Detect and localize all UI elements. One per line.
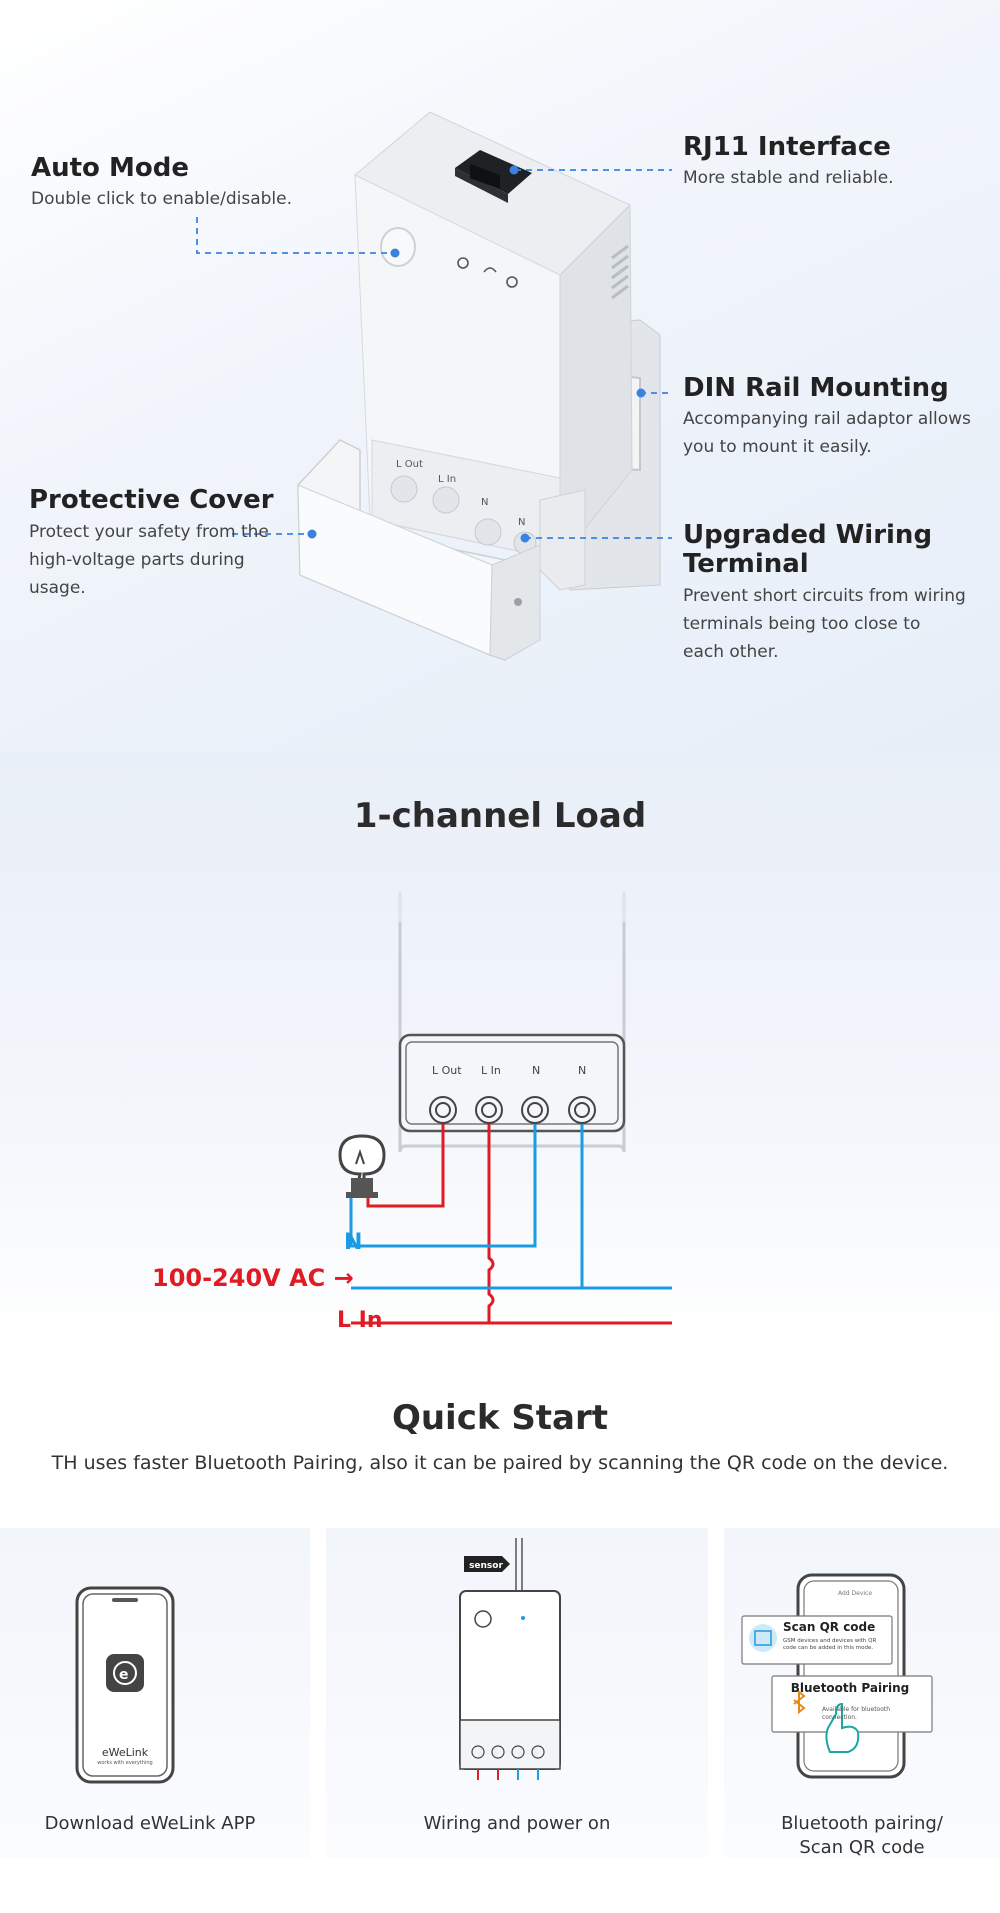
feature-desc-cover-3: usage. [29,578,86,598]
card-label-download: Download eWeLink APP [44,1813,256,1834]
wiring-terminal-label: N [578,1064,586,1077]
qr-option-desc-1: GSM devices and devices with QR [783,1638,877,1644]
feature-desc-din-rail-1: Accompanying rail adaptor allows [683,409,971,429]
device-terminal-label: L In [438,474,456,485]
feature-desc-terminal-1: Prevent short circuits from wiring [683,586,966,606]
device-power-illustration [459,1538,561,1780]
feature-desc-terminal-2: terminals being too close to [683,614,921,634]
add-device-screen-header: Add Device [838,1590,873,1597]
device-terminal-label: N [518,517,525,528]
phone-ewelink-illustration: e [75,1586,175,1784]
bluetooth-option-title[interactable]: Bluetooth Pairing [790,1681,910,1695]
neutral-label: N [344,1230,363,1255]
device-illustration: L Out L In N N [196,111,672,662]
line-in-label: L In [337,1308,383,1333]
feature-title-din-rail: DIN Rail Mounting [683,373,949,403]
wiring-diagram: L Out L In N N [338,892,672,1325]
card-label-pairing-1: Bluetooth pairing/ [781,1813,943,1834]
sensor-tag: sensor [469,1561,503,1571]
light-bulb-icon [338,1134,386,1198]
svg-text:e: e [119,1667,129,1683]
feature-desc-din-rail-2: you to mount it easily. [683,437,872,457]
device-terminal-label: N [481,497,488,508]
ewelink-app-name: eWeLink [101,1746,149,1759]
wiring-section-title: 1-channel Load [353,796,647,836]
qr-option-title[interactable]: Scan QR code [783,1620,876,1634]
quick-start-subtitle: TH uses faster Bluetooth Pairing, also i… [51,1452,949,1474]
feature-title-auto-mode: Auto Mode [31,153,189,183]
device-terminal-label: L Out [396,459,423,470]
wiring-terminal-label: N [532,1064,540,1077]
feature-desc-terminal-3: each other. [683,642,779,662]
ewelink-tagline: works with everything [97,1760,153,1766]
card-label-pairing-2: Scan QR code [799,1837,925,1858]
bluetooth-option-desc-1: Available for bluetooth [822,1706,891,1713]
feature-desc-rj11: More stable and reliable. [683,168,894,188]
feature-title-rj11: RJ11 Interface [683,132,891,162]
wiring-terminal-label: L In [481,1064,501,1077]
feature-title-wiring-terminal-1: Upgraded Wiring [683,520,933,550]
phone-pairing-illustration [741,1573,933,1779]
qr-option-desc-2: code can be added in this mode. [783,1645,874,1651]
wiring-terminal-label: L Out [432,1064,462,1077]
feature-desc-cover-1: Protect your safety from the [29,522,269,542]
feature-desc-cover-2: high-voltage parts during [29,550,245,570]
ac-voltage-label: 100-240V AC → [152,1264,354,1292]
feature-title-protective-cover: Protective Cover [29,485,274,515]
feature-title-wiring-terminal-2: Terminal [683,549,809,579]
quick-start-title: Quick Start [391,1398,609,1438]
card-label-wiring: Wiring and power on [423,1813,611,1834]
feature-desc-auto-mode: Double click to enable/disable. [31,189,293,209]
bluetooth-option-desc-2: connection. [822,1714,857,1721]
